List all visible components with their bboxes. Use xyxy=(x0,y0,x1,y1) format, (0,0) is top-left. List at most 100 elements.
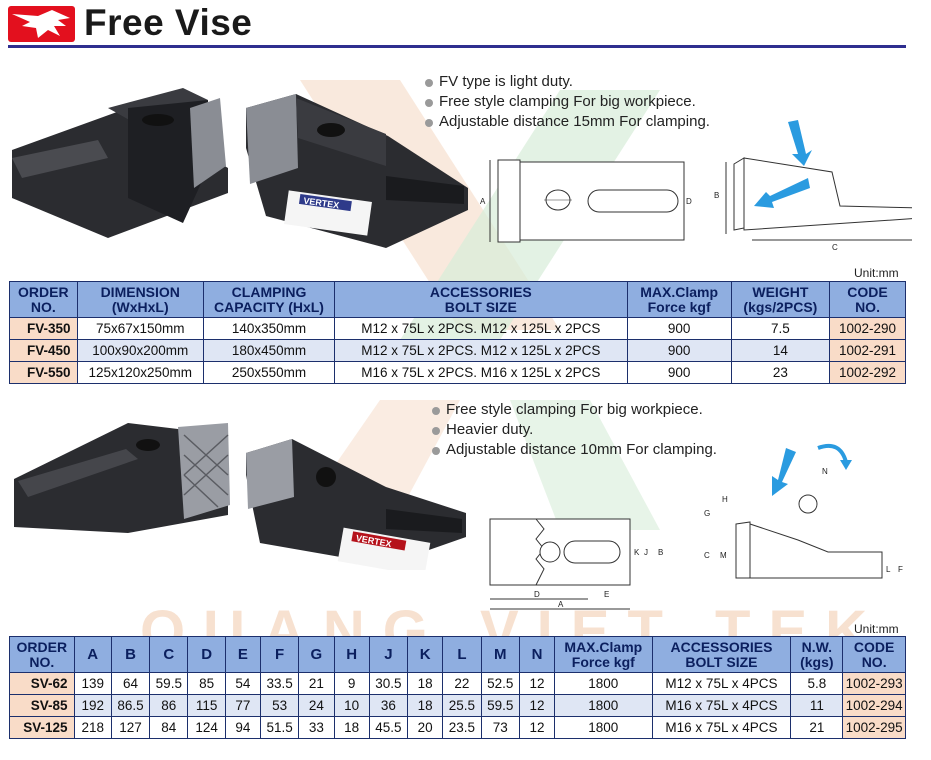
table-cell: M12 x 75L x 2PCS. M12 x 125L x 2PCS xyxy=(334,339,628,362)
fv-side-view-diagram: B C xyxy=(714,120,912,252)
table-cell: M12 x 75L x 2PCS. M12 x 125L x 2PCS xyxy=(334,317,628,340)
table-cell: 86.5 xyxy=(110,694,151,717)
fv-col-weight: WEIGHT(kgs/2PCS) xyxy=(730,281,831,318)
table-cell: 1800 xyxy=(554,716,653,739)
fv-dim-b: B xyxy=(714,191,719,200)
sv-col-header: N xyxy=(518,636,556,673)
table-cell: 10 xyxy=(333,694,370,717)
down-arrow-icon xyxy=(772,448,796,496)
table-cell: 24 xyxy=(298,694,335,717)
fv-feature-3: Adjustable distance 15mm For clamping. xyxy=(423,112,710,132)
sv-col-header: M xyxy=(480,636,520,673)
table-cell: 115 xyxy=(187,694,226,717)
sv-dim-a: A xyxy=(558,600,564,609)
table-cell: 192 xyxy=(73,694,112,717)
table-cell: 11 xyxy=(790,694,844,717)
table-cell: 14 xyxy=(730,339,831,362)
table-cell: 25.5 xyxy=(442,694,482,717)
table-cell: 86 xyxy=(149,694,189,717)
fv-dim-a: A xyxy=(480,197,486,206)
brand-logo xyxy=(8,6,75,42)
table-cell: 900 xyxy=(626,361,732,384)
table-cell: 20 xyxy=(407,716,444,739)
table-cell: 23 xyxy=(730,361,831,384)
table-cell: 45.5 xyxy=(368,716,409,739)
table-cell: 1002-295 xyxy=(842,716,906,739)
table-cell: 139 xyxy=(73,672,112,695)
sv-dim-b: B xyxy=(658,548,663,557)
fv-top-view-diagram: A D xyxy=(480,159,692,243)
table-cell: 54 xyxy=(224,672,261,695)
rotate-arrow-icon xyxy=(817,443,848,463)
sv-col-header: F xyxy=(259,636,300,673)
table-cell: FV-450 xyxy=(9,339,78,362)
sv-dim-c: C xyxy=(704,551,710,560)
fv-feature-list: FV type is light duty. Free style clampi… xyxy=(423,72,710,132)
table-cell: 1800 xyxy=(554,694,653,717)
sv-col-header: G xyxy=(298,636,335,673)
sv-col-header: L xyxy=(442,636,482,673)
sv-vise-photo-2: VERTEX xyxy=(246,439,466,570)
table-cell: 64 xyxy=(110,672,151,695)
table-cell: SV-85 xyxy=(9,694,75,717)
sv-feature-3: Adjustable distance 10mm For clamping. xyxy=(430,440,717,460)
fv-dim-d: D xyxy=(686,197,692,206)
sv-feature-list: Free style clamping For big workpiece. H… xyxy=(430,400,717,460)
table-cell: 218 xyxy=(73,716,112,739)
table-cell: M16 x 75L x 2PCS. M16 x 125L x 2PCS xyxy=(334,361,628,384)
table-cell: 9 xyxy=(333,672,370,695)
table-cell: 73 xyxy=(480,716,520,739)
table-cell: 52.5 xyxy=(480,672,520,695)
sv-col-header: J xyxy=(368,636,409,673)
table-cell: M12 x 75L x 4PCS xyxy=(651,672,792,695)
sv-dim-n: N xyxy=(822,467,828,476)
sv-col-header: A xyxy=(73,636,112,673)
table-cell: 127 xyxy=(110,716,151,739)
table-cell: M16 x 75L x 4PCS xyxy=(651,694,792,717)
sv-dim-d: D xyxy=(534,590,540,599)
table-cell: 5.8 xyxy=(790,672,844,695)
sv-col-header: E xyxy=(224,636,261,673)
table-cell: 59.5 xyxy=(149,672,189,695)
table-cell: 12 xyxy=(518,672,556,695)
fv-col-dimension: DIMENSION(WxHxL) xyxy=(76,281,204,318)
down-arrow-icon xyxy=(788,120,812,166)
table-cell: 18 xyxy=(407,694,444,717)
table-cell: 75x67x150mm xyxy=(76,317,204,340)
table-cell: 1002-292 xyxy=(829,361,906,384)
table-cell: 7.5 xyxy=(730,317,831,340)
sv-side-view-diagram: G H C M N L F xyxy=(704,443,903,579)
table-cell: 21 xyxy=(298,672,335,695)
table-cell: 12 xyxy=(518,694,556,717)
sv-col-header: D xyxy=(187,636,226,673)
sv-dim-l: L xyxy=(886,565,891,574)
fv-dim-c: C xyxy=(832,243,838,252)
table-cell: 125x120x250mm xyxy=(76,361,204,384)
title-rule xyxy=(8,45,906,48)
sv-col-header: N.W.(kgs) xyxy=(790,636,844,673)
sv-col-header: C xyxy=(149,636,189,673)
sv-dim-m: M xyxy=(720,551,727,560)
table-cell: 59.5 xyxy=(480,694,520,717)
table-cell: 250x550mm xyxy=(202,361,336,384)
table-cell: SV-62 xyxy=(9,672,75,695)
sv-unit-label: Unit:mm xyxy=(854,622,899,636)
table-cell: 124 xyxy=(187,716,226,739)
sv-vise-photo-1 xyxy=(14,423,230,533)
table-cell: 21 xyxy=(790,716,844,739)
table-cell: FV-550 xyxy=(9,361,78,384)
